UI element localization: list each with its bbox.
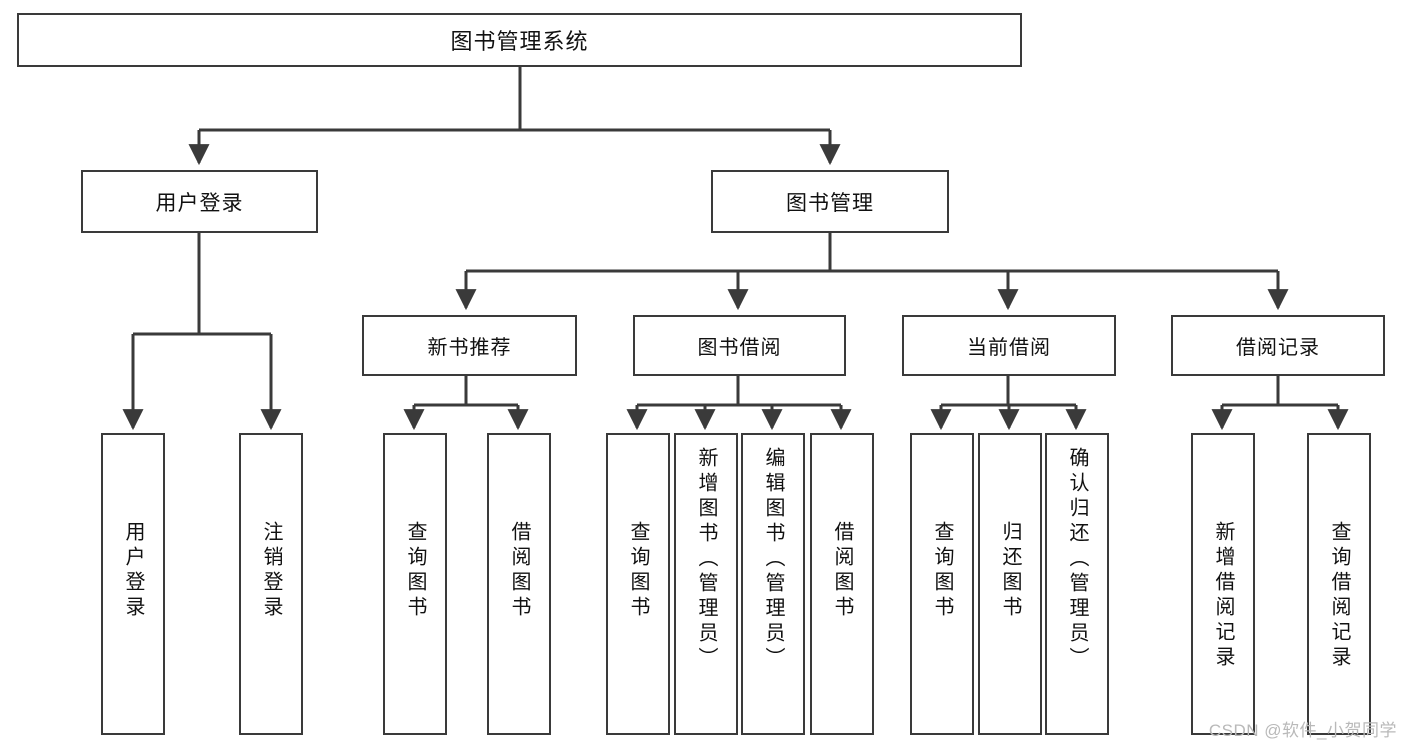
leaf-label: 查询借阅记录	[1328, 521, 1350, 671]
leaf-label: 新增借阅记录	[1212, 521, 1234, 671]
node-new-book-rec[interactable]: 新书推荐	[362, 315, 577, 376]
node-leaf-edit-book[interactable]: 编辑图书（管理员）	[741, 433, 805, 735]
node-leaf-confirm-return[interactable]: 确认归还（管理员）	[1045, 433, 1109, 735]
leaf-label: 用户登录	[122, 521, 144, 621]
node-leaf-query-record[interactable]: 查询借阅记录	[1307, 433, 1371, 735]
node-borrow-record[interactable]: 借阅记录	[1171, 315, 1385, 376]
node-current-borrow[interactable]: 当前借阅	[902, 315, 1116, 376]
leaf-label: 确认归还（管理员）	[1066, 447, 1088, 672]
leaf-label: 新增图书（管理员）	[695, 447, 717, 672]
node-leaf-add-record[interactable]: 新增借阅记录	[1191, 433, 1255, 735]
node-book-borrow[interactable]: 图书借阅	[633, 315, 846, 376]
node-user-login[interactable]: 用户登录	[81, 170, 318, 233]
node-leaf-user-logout[interactable]: 注销登录	[239, 433, 303, 735]
leaf-label: 注销登录	[260, 521, 282, 621]
node-leaf-return-book[interactable]: 归还图书	[978, 433, 1042, 735]
node-leaf-add-book[interactable]: 新增图书（管理员）	[674, 433, 738, 735]
node-leaf-user-login[interactable]: 用户登录	[101, 433, 165, 735]
node-leaf-borrow-book-1[interactable]: 借阅图书	[487, 433, 551, 735]
leaf-label: 编辑图书（管理员）	[762, 447, 784, 672]
node-leaf-query-book-1[interactable]: 查询图书	[383, 433, 447, 735]
csdn-watermark: CSDN @软件_小贺同学	[1208, 721, 1397, 740]
leaf-label: 查询图书	[404, 521, 426, 621]
leaf-label: 查询图书	[931, 521, 953, 621]
leaf-label: 借阅图书	[508, 521, 530, 621]
node-leaf-borrow-book-2[interactable]: 借阅图书	[810, 433, 874, 735]
node-root[interactable]: 图书管理系统	[17, 13, 1022, 67]
node-leaf-query-book-2[interactable]: 查询图书	[606, 433, 670, 735]
leaf-label: 归还图书	[999, 521, 1021, 621]
node-leaf-query-book-3[interactable]: 查询图书	[910, 433, 974, 735]
leaf-label: 查询图书	[627, 521, 649, 621]
leaf-label: 借阅图书	[831, 521, 853, 621]
node-book-manage[interactable]: 图书管理	[711, 170, 949, 233]
